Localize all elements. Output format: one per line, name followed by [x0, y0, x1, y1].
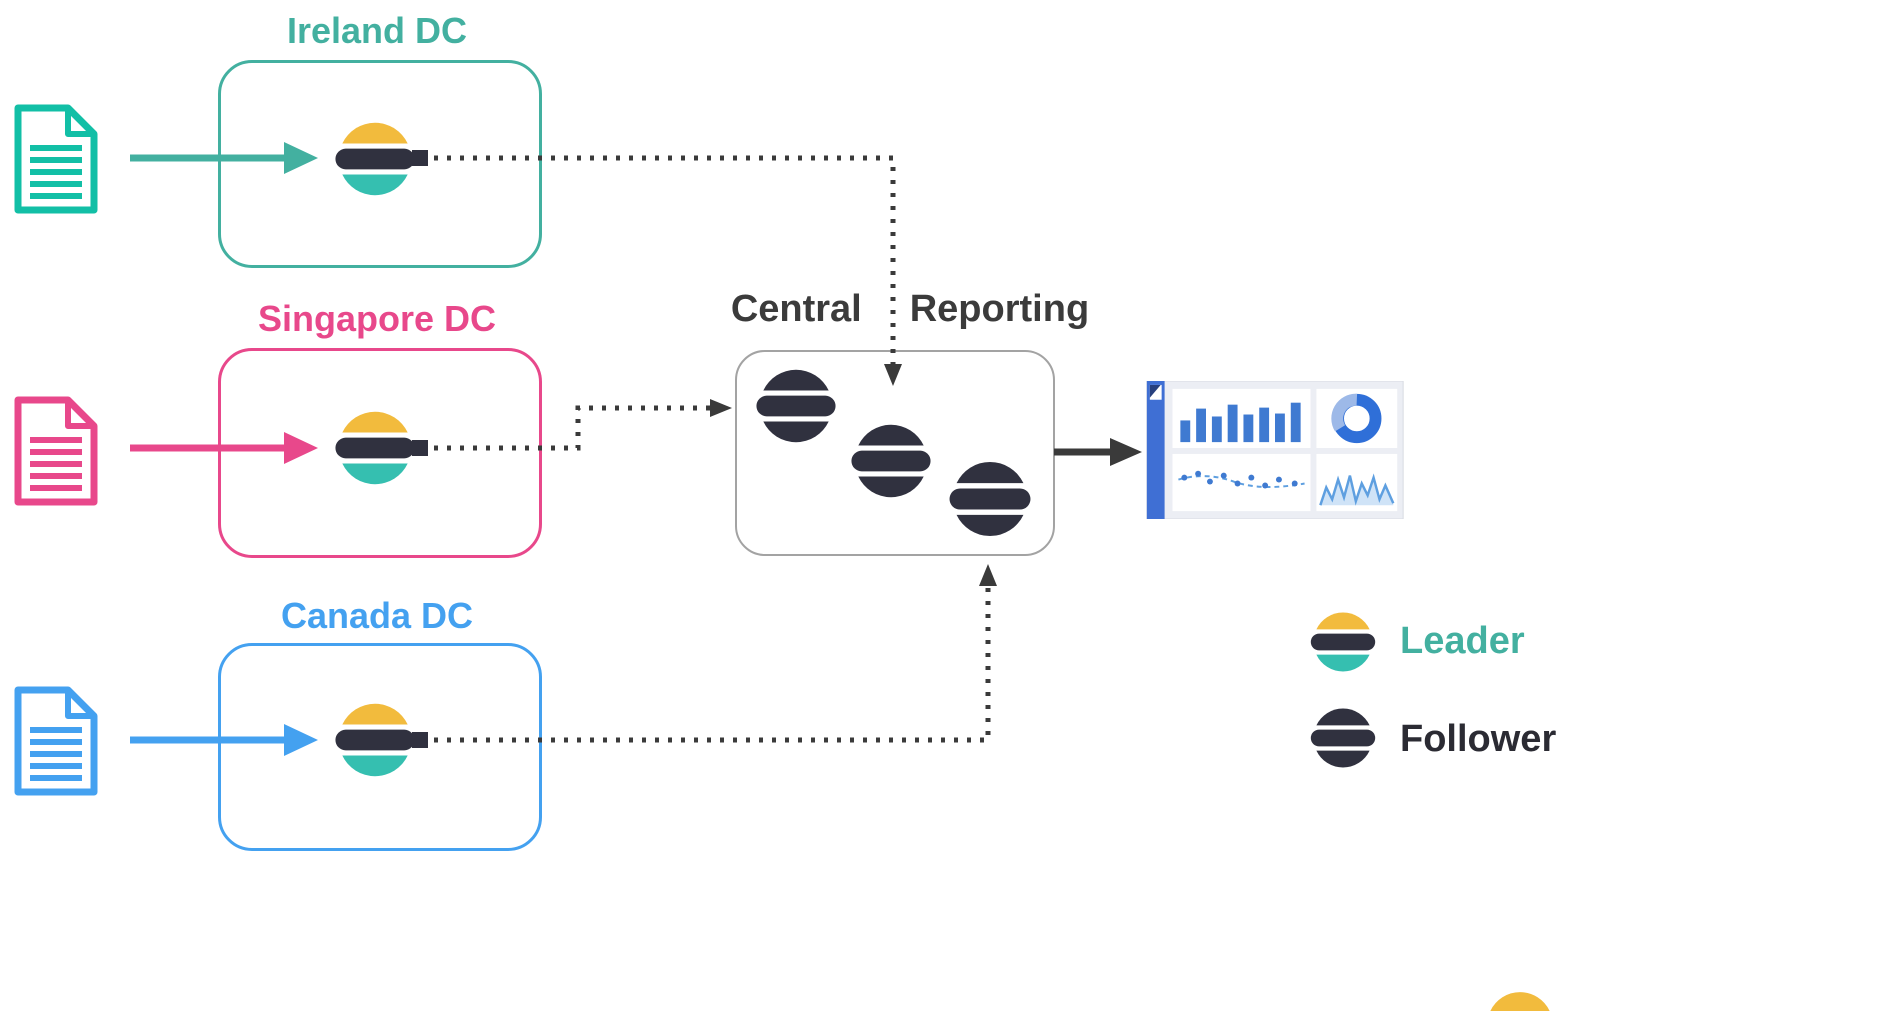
legend-leader-label: Leader: [1400, 620, 1525, 662]
legend-leader-icon: [1308, 607, 1378, 677]
elasticsearch-follower-icon-1: [753, 363, 839, 449]
elasticsearch-leader-icon-singapore: [332, 405, 418, 491]
cluster-label-canada: Canada DC: [280, 595, 474, 636]
document-icon-ireland: [10, 103, 102, 215]
central-title-right: Reporting: [909, 288, 1090, 330]
elasticsearch-follower-icon-2: [848, 418, 934, 504]
output-arrow-dashboard: [1054, 438, 1142, 466]
legend-follower-label: Follower: [1400, 718, 1557, 760]
document-icon-singapore: [10, 395, 102, 507]
central-reporting-title: Central Reporting: [710, 288, 1110, 331]
cluster-label-ireland: Ireland DC: [286, 10, 468, 51]
central-title-left: Central: [730, 288, 862, 330]
cluster-label-singapore: Singapore DC: [257, 298, 497, 339]
document-icon-canada: [10, 685, 102, 797]
legend-follower-icon: [1308, 703, 1378, 773]
elasticsearch-leader-icon-canada: [332, 697, 418, 783]
kibana-dashboard-icon: [1145, 381, 1405, 519]
elasticsearch-leader-icon-ireland: [332, 116, 418, 202]
partial-leader-icon: [1481, 986, 1559, 1015]
elasticsearch-follower-icon-3: [946, 455, 1034, 543]
